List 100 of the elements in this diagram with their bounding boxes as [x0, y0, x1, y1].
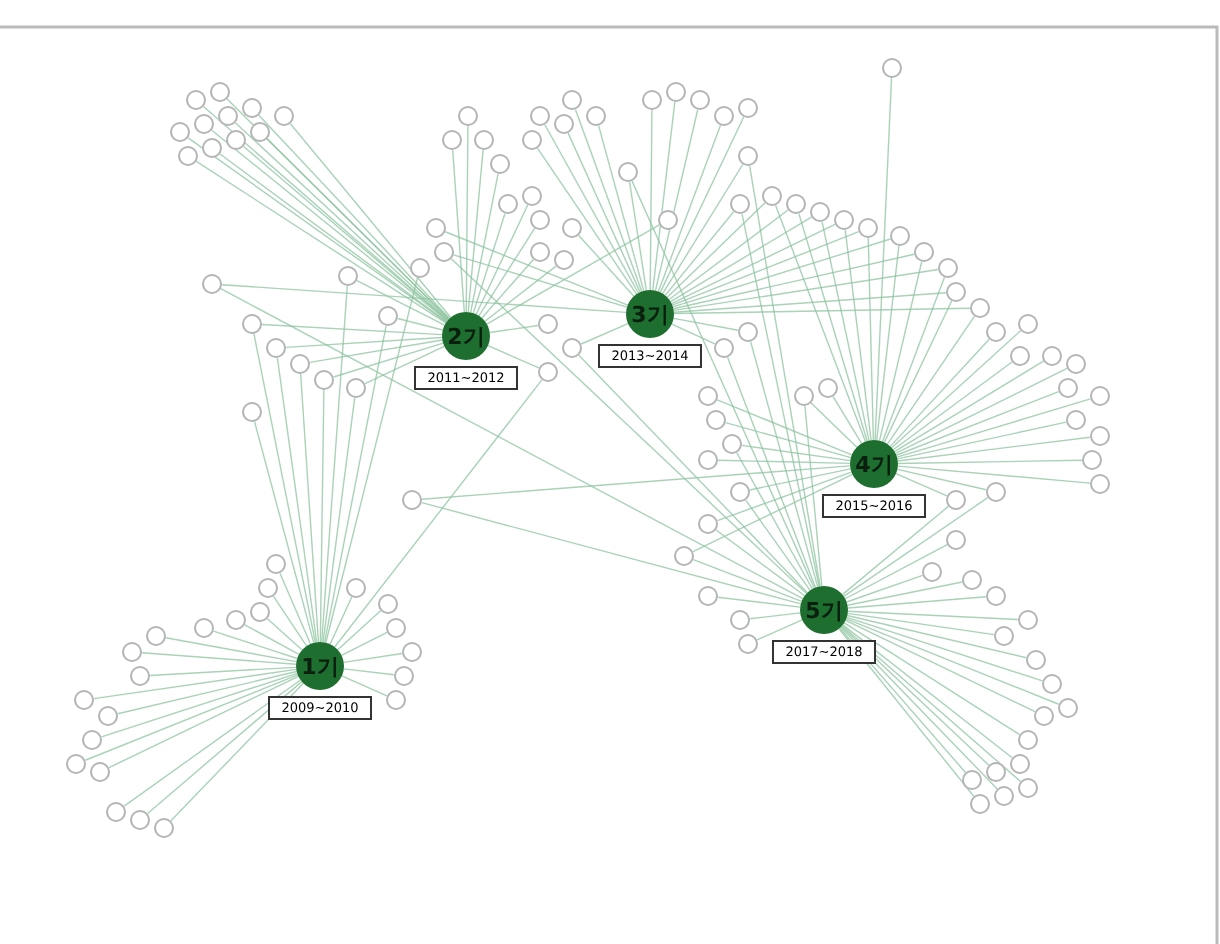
keyword-circle	[562, 90, 582, 110]
keyword-circle	[1026, 650, 1046, 670]
network-edge	[356, 279, 446, 326]
network-edge	[896, 468, 987, 491]
keyword-circle	[794, 386, 814, 406]
network-edge	[309, 339, 444, 364]
network-edge	[123, 679, 302, 807]
network-edge	[253, 420, 315, 644]
network-edge	[897, 465, 1091, 484]
network-edge	[741, 444, 851, 462]
network-edge	[444, 231, 629, 306]
keyword-circle	[426, 218, 446, 238]
keyword-circle	[962, 570, 982, 590]
keyword-circle	[658, 210, 678, 230]
keyword-circle	[90, 762, 110, 782]
keyword-circle	[1042, 674, 1062, 694]
network-edge	[832, 395, 863, 445]
network-edge	[874, 77, 893, 441]
network-edge	[661, 163, 744, 295]
keyword-circle	[218, 106, 238, 126]
network-edge	[285, 336, 443, 349]
network-edge	[670, 223, 836, 305]
network-edge	[567, 132, 641, 293]
keyword-circle	[442, 130, 462, 150]
keyword-circle	[1018, 730, 1038, 750]
network-edge	[841, 625, 1022, 783]
network-edge	[337, 610, 382, 651]
keyword-circle	[530, 106, 550, 126]
network-edge	[212, 630, 298, 660]
network-edge	[141, 652, 297, 665]
network-edge	[266, 618, 303, 651]
keyword-circle	[666, 82, 686, 102]
keyword-circle	[522, 186, 542, 206]
network-edge	[322, 397, 356, 643]
network-edge	[867, 237, 875, 441]
network-edge	[489, 324, 539, 334]
keyword-circle	[498, 194, 518, 214]
network-edge	[452, 149, 465, 313]
network-edge	[334, 379, 543, 648]
network-edge	[578, 354, 809, 594]
network-edge	[841, 505, 950, 596]
keyword-circle	[986, 586, 1006, 606]
keyword-circle	[378, 306, 398, 326]
keyword-circle	[810, 202, 830, 222]
network-edge	[117, 670, 298, 715]
keyword-circle	[858, 218, 878, 238]
keyword-circle	[890, 226, 910, 246]
keyword-circle	[562, 218, 582, 238]
network-edge	[486, 224, 661, 325]
keyword-circle	[946, 530, 966, 550]
keyword-circle	[690, 90, 710, 110]
network-edge	[715, 529, 806, 597]
network-edge	[536, 147, 638, 295]
keyword-circle	[490, 154, 510, 174]
network-edge	[244, 624, 300, 656]
keyword-circle	[130, 810, 150, 830]
keyword-circle	[386, 618, 406, 638]
keyword-circle	[522, 130, 542, 150]
keyword-circle	[914, 242, 934, 262]
keyword-circle	[538, 314, 558, 334]
network-edge	[420, 501, 802, 605]
network-edge	[578, 234, 635, 297]
network-edge	[343, 668, 395, 676]
keyword-circle	[738, 634, 758, 654]
keyword-circle	[226, 130, 246, 150]
network-edge	[736, 452, 814, 590]
network-edge	[452, 254, 628, 308]
network-edge	[279, 572, 312, 645]
keyword-circle	[1090, 474, 1110, 494]
keyword-circle	[1066, 410, 1086, 430]
keyword-circle	[402, 490, 422, 510]
keyword-circle	[146, 626, 166, 646]
period-circle	[296, 642, 344, 690]
network-edge	[478, 227, 536, 317]
network-edge	[883, 300, 953, 444]
network-edge	[672, 317, 739, 331]
network-edge	[845, 618, 1060, 705]
period-label: 1기	[301, 655, 339, 677]
network-edge	[749, 340, 819, 588]
keyword-circle	[1010, 346, 1030, 366]
keyword-circle	[266, 554, 286, 574]
keyword-circle	[194, 618, 214, 638]
network-edge	[421, 465, 851, 500]
network-edge	[465, 125, 469, 313]
keyword-circle	[1018, 778, 1038, 798]
keyword-circle	[266, 338, 286, 358]
network-edge	[450, 258, 808, 595]
network-edge	[597, 124, 645, 292]
network-edge	[745, 499, 811, 592]
keyword-circle	[706, 410, 726, 430]
keyword-circle	[274, 106, 294, 126]
network-edge	[749, 468, 852, 491]
keyword-circle	[1018, 314, 1038, 334]
network-edge	[93, 668, 297, 700]
network-edge	[673, 268, 939, 312]
network-edge	[397, 317, 444, 331]
keyword-circle	[642, 90, 662, 110]
network-edge	[847, 610, 1019, 621]
period-label: 2기	[447, 325, 485, 347]
keyword-circle	[1010, 754, 1030, 774]
